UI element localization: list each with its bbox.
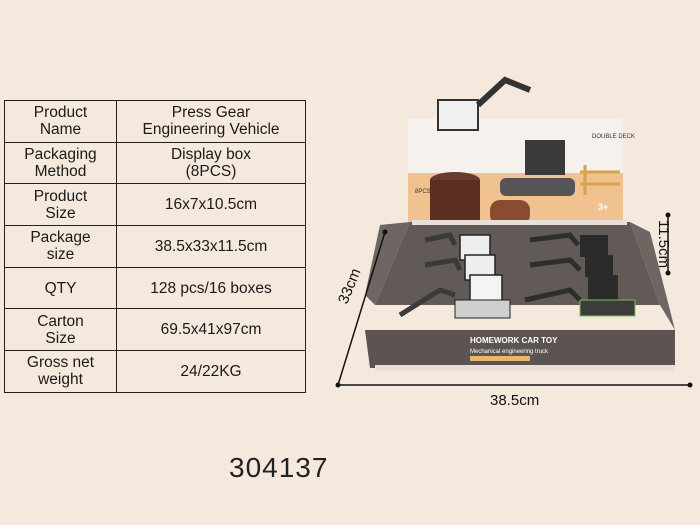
- box-title: HOMEWORK CAR TOY: [470, 336, 558, 345]
- spec-value: Display box(8PCS): [116, 141, 306, 185]
- header-track: [500, 178, 575, 196]
- platform-body: [430, 180, 480, 220]
- box-subtitle: Mechanical engineering truck: [470, 349, 549, 355]
- height-dimension-label: 11.5cm: [655, 220, 672, 269]
- header-pcs-text: 8PCS: [415, 189, 431, 195]
- tray-top-edge: [412, 220, 627, 225]
- header-excavator-cab: [437, 99, 479, 131]
- spec-label: QTY: [4, 266, 117, 310]
- spec-value: 16x7x10.5cm: [116, 183, 306, 227]
- spec-value: 128 pcs/16 boxes: [116, 266, 306, 310]
- height-dim-end-bottom: [665, 270, 671, 276]
- model-number: 304137: [229, 452, 329, 483]
- box-label-strip: [470, 356, 530, 361]
- box-bottom-edge: [375, 365, 675, 371]
- depth-dim-end-top: [382, 229, 388, 235]
- spec-value: 38.5x33x11.5cm: [116, 225, 306, 268]
- spec-value: 69.5x41x97cm: [116, 308, 306, 352]
- width-dim-end-right: [687, 382, 693, 388]
- box-right-wall: [630, 222, 675, 330]
- toy-vehicles: [398, 232, 636, 319]
- header-brand-text: DOUBLE DECK: [592, 134, 635, 140]
- product-display-box-image: DOUBLE DECK 8PCS 3+ HOMEWORK CAR TOY Mec…: [335, 76, 693, 388]
- width-dimension-label: 38.5cm: [490, 392, 540, 409]
- header-excavator-arm: [475, 76, 532, 108]
- header-age-text: 3+: [598, 202, 608, 212]
- height-dim-end-top: [665, 212, 671, 218]
- spec-value: 24/22KG: [116, 350, 306, 393]
- box-front-panel: [365, 330, 675, 368]
- header-vehicle-2: [525, 140, 565, 175]
- depth-dimension-line: [337, 231, 386, 386]
- logs: [490, 200, 530, 225]
- header-fence: [580, 165, 620, 195]
- box-left-wall: [365, 222, 410, 305]
